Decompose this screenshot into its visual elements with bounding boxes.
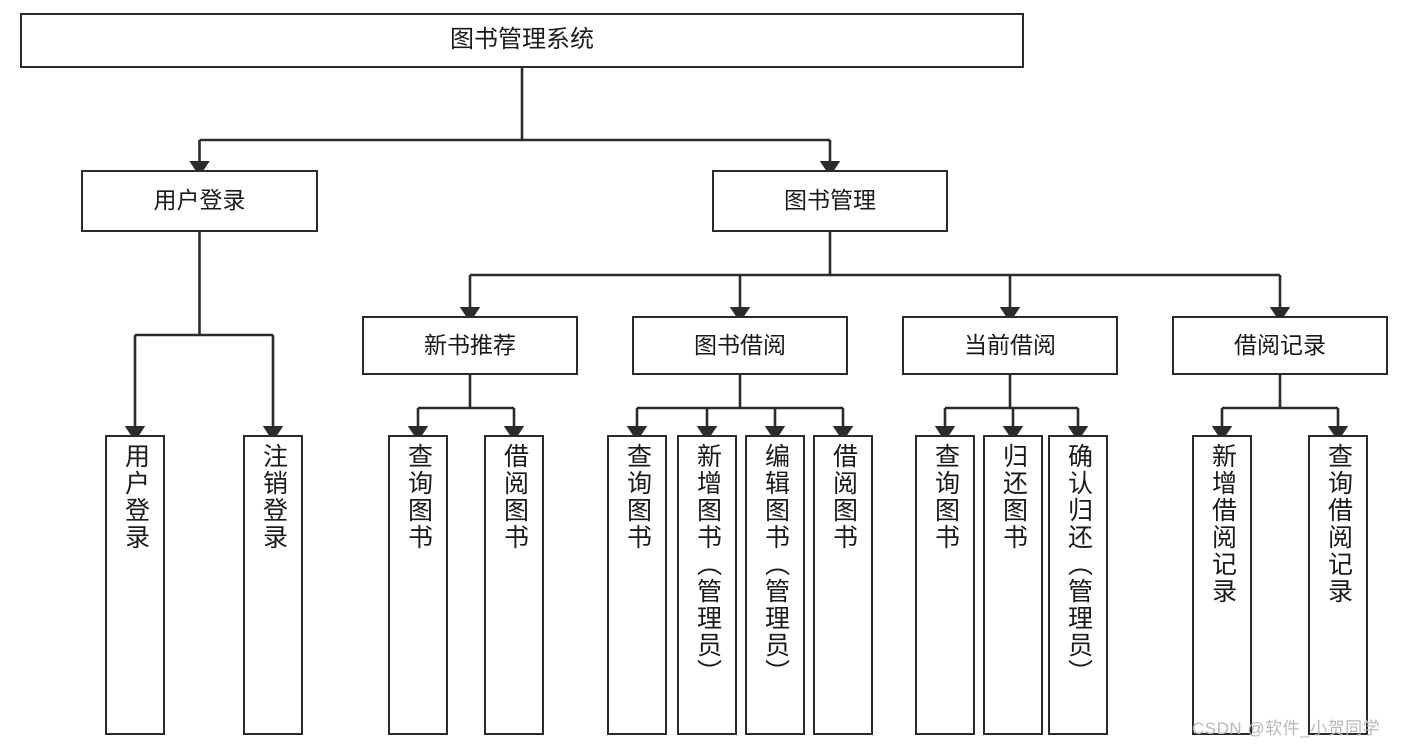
node-label: 确认归还（管理员）	[1064, 443, 1093, 686]
node-leaf-add-book[interactable]: 新增图书（管理员）	[677, 435, 737, 735]
node-new-book-recommend[interactable]: 新书推荐	[362, 316, 578, 375]
node-label: 图书借阅	[694, 331, 786, 358]
node-book-borrow[interactable]: 图书借阅	[632, 316, 848, 375]
node-label: 用户登录	[153, 187, 246, 214]
node-leaf-return-book[interactable]: 归还图书	[983, 435, 1043, 735]
node-label: 图书管理系统	[450, 26, 594, 54]
node-root-图书管理系统[interactable]: 图书管理系统	[20, 13, 1024, 68]
node-leaf-borrow-book-1[interactable]: 借阅图书	[484, 435, 544, 735]
node-label: 新书推荐	[424, 331, 516, 358]
node-label: 归还图书	[999, 443, 1028, 551]
node-book-manage[interactable]: 图书管理	[712, 170, 948, 232]
node-leaf-user-login[interactable]: 用户登录	[105, 435, 165, 735]
node-leaf-query-record[interactable]: 查询借阅记录	[1308, 435, 1368, 735]
node-label: 图书管理	[784, 187, 876, 214]
node-label: 用户登录	[121, 443, 150, 551]
node-label: 借阅图书	[829, 443, 858, 551]
csdn-watermark: CSDN @软件_小贺同学	[1192, 719, 1381, 738]
node-leaf-query-book-2[interactable]: 查询图书	[607, 435, 667, 735]
node-leaf-add-record[interactable]: 新增借阅记录	[1192, 435, 1252, 735]
node-leaf-confirm-return[interactable]: 确认归还（管理员）	[1048, 435, 1108, 735]
node-label: 新增借阅记录	[1208, 443, 1237, 605]
node-label: 查询图书	[931, 443, 960, 551]
node-label: 借阅记录	[1234, 331, 1326, 358]
node-borrow-record[interactable]: 借阅记录	[1172, 316, 1388, 375]
node-leaf-query-book-1[interactable]: 查询图书	[388, 435, 448, 735]
node-label: 注销登录	[259, 443, 288, 551]
node-label: 查询图书	[623, 443, 652, 551]
node-leaf-user-logout[interactable]: 注销登录	[243, 435, 303, 735]
node-label: 编辑图书（管理员）	[761, 443, 790, 686]
node-leaf-edit-book[interactable]: 编辑图书（管理员）	[745, 435, 805, 735]
node-label: 查询图书	[404, 443, 433, 551]
node-label: 新增图书（管理员）	[693, 443, 722, 686]
node-current-borrow[interactable]: 当前借阅	[902, 316, 1118, 375]
node-leaf-query-book-3[interactable]: 查询图书	[915, 435, 975, 735]
node-user-login[interactable]: 用户登录	[81, 170, 318, 232]
node-label: 查询借阅记录	[1324, 443, 1353, 605]
node-leaf-borrow-book-2[interactable]: 借阅图书	[813, 435, 873, 735]
node-label: 当前借阅	[964, 331, 1056, 358]
node-label: 借阅图书	[500, 443, 529, 551]
